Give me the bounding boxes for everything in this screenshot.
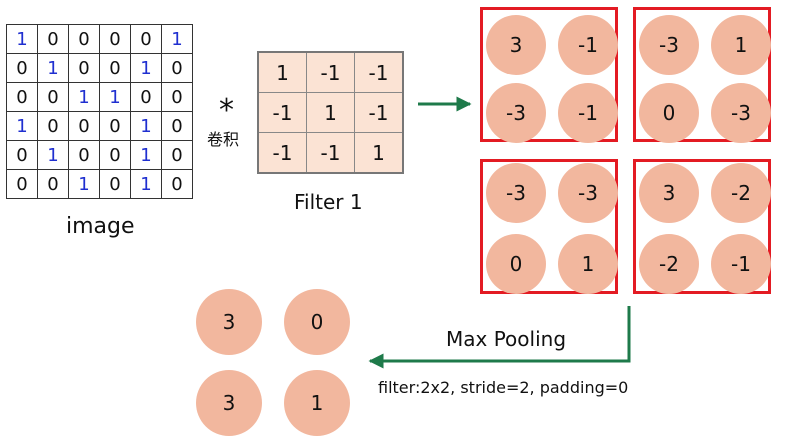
image-cell: 1 — [130, 169, 162, 199]
feature-value: -3 — [486, 163, 546, 223]
feature-value: 3 — [486, 15, 546, 75]
feature-value: -3 — [558, 163, 618, 223]
image-cell: 0 — [99, 111, 131, 141]
filter-cell: -1 — [257, 92, 307, 133]
feature-value: -3 — [486, 83, 546, 143]
filter-label: Filter 1 — [294, 190, 363, 214]
feature-value: 3 — [639, 163, 699, 223]
image-cell: 1 — [161, 24, 193, 54]
convolution-label: 卷积 — [207, 130, 240, 149]
feature-value: -2 — [639, 234, 699, 294]
image-cell: 1 — [6, 24, 38, 54]
feature-value: -1 — [558, 83, 618, 143]
filter-cell: -1 — [354, 92, 404, 133]
image-cell: 0 — [161, 82, 193, 112]
image-cell: 0 — [37, 111, 69, 141]
filter-row: 1-1-1 — [257, 51, 404, 93]
feature-value: 0 — [639, 83, 699, 143]
filter-cell: 1 — [306, 92, 355, 133]
image-cell: 1 — [6, 111, 38, 141]
pool-window-top-right: -3 1 0 -3 — [633, 7, 771, 143]
image-cell: 0 — [68, 140, 100, 170]
image-cell: 0 — [130, 82, 162, 112]
feature-value: 1 — [711, 15, 771, 75]
filter-cell: -1 — [257, 132, 307, 174]
feature-value: -1 — [558, 15, 618, 75]
image-cell: 1 — [99, 82, 131, 112]
image-cell: 0 — [161, 169, 193, 199]
feature-value: 1 — [558, 234, 618, 294]
pool-window-top-left: 3 -1 -3 -1 — [480, 7, 618, 143]
pool-window-bottom-left: -3 -3 0 1 — [480, 159, 618, 294]
filter-cell: 1 — [354, 132, 404, 174]
image-cell: 0 — [161, 140, 193, 170]
feature-value: -1 — [711, 234, 771, 294]
convolution-symbol: * — [219, 93, 234, 128]
feature-value: -3 — [639, 15, 699, 75]
pool-window-bottom-right: 3 -2 -2 -1 — [633, 159, 771, 294]
max-pooling-title: Max Pooling — [446, 327, 567, 351]
image-cell: 0 — [6, 82, 38, 112]
pooled-value: 1 — [284, 370, 350, 436]
filter-cell: -1 — [306, 132, 355, 174]
pooling-arrow — [368, 306, 631, 369]
image-cell: 0 — [99, 53, 131, 83]
feature-value: 0 — [486, 234, 546, 294]
feature-value: -3 — [711, 83, 771, 143]
filter-cell: 1 — [257, 51, 307, 93]
image-cell: 1 — [68, 169, 100, 199]
image-cell: 0 — [130, 24, 162, 54]
feature-value: -2 — [711, 163, 771, 223]
image-cell: 0 — [37, 169, 69, 199]
pooled-value: 3 — [196, 289, 262, 355]
pooled-value: 3 — [196, 370, 262, 436]
pooling-params: filter:2x2, stride=2, padding=0 — [378, 378, 629, 397]
pooled-value: 0 — [284, 289, 350, 355]
image-cell: 0 — [68, 111, 100, 141]
image-label: image — [66, 214, 135, 239]
